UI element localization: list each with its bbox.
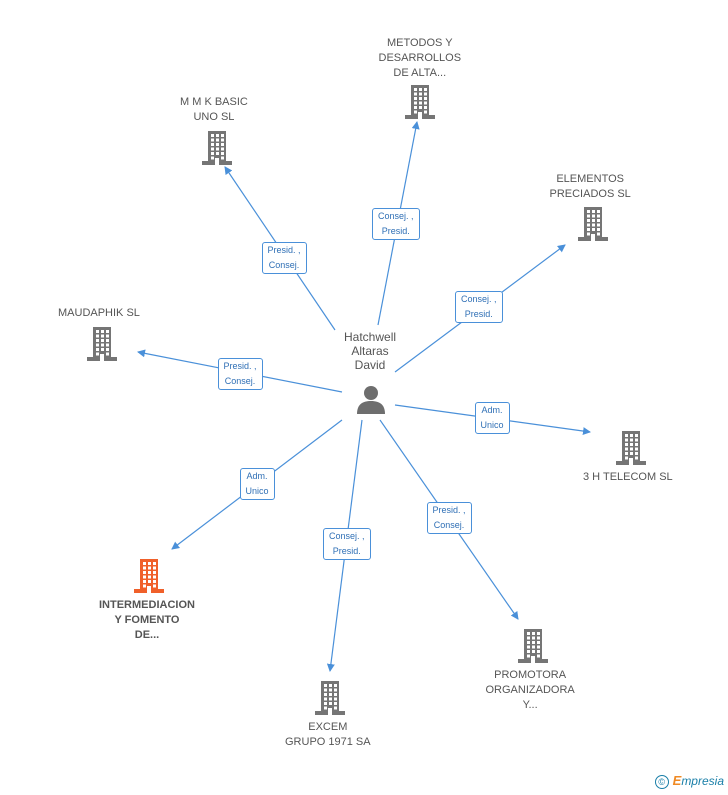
- edge-label-line: Adm.: [246, 471, 268, 481]
- building-icon: [616, 431, 646, 465]
- brand-name: mpresia: [681, 774, 724, 788]
- company-name-maudaphik[interactable]: MAUDAPHIK SL: [58, 306, 140, 321]
- company-name-intermediacion[interactable]: INTERMEDIACION Y FOMENTO DE...: [99, 598, 195, 643]
- edge-label-promotora[interactable]: Presid. , Consej.: [426, 502, 472, 534]
- building-icon: [202, 131, 232, 165]
- building-icon: [315, 681, 345, 715]
- person-node[interactable]: [355, 384, 387, 416]
- edge-label-telecom[interactable]: Adm. Unico: [474, 402, 510, 434]
- copyright-icon: ©: [654, 775, 669, 789]
- company-name-line: Y FOMENTO: [114, 614, 180, 626]
- company-name-line: DE...: [134, 629, 160, 641]
- edge-label-line: Consej.: [268, 260, 300, 270]
- company-name-line: 3 H TELECOM SL: [583, 471, 673, 483]
- edge-label-line: Presid.: [332, 546, 361, 556]
- company-node-metodos[interactable]: [405, 85, 435, 119]
- company-name-line: DESARROLLOS: [378, 52, 462, 64]
- company-name-line: ORGANIZADORA: [485, 684, 575, 696]
- company-name-mmk[interactable]: M M K BASIC UNO SL: [180, 95, 248, 125]
- company-node-mmk[interactable]: [202, 131, 232, 165]
- person-icon: [357, 386, 385, 414]
- company-name-line: PROMOTORA: [494, 669, 567, 681]
- company-node-maudaphik[interactable]: [87, 327, 117, 361]
- edge-label-line: Consej. ,: [329, 531, 365, 541]
- edge-label-metodos[interactable]: Consej. , Presid.: [372, 208, 420, 240]
- company-name-promotora[interactable]: PROMOTORA ORGANIZADORA Y...: [486, 668, 575, 713]
- company-name-line: EXCEM: [308, 721, 348, 733]
- edge-label-line: Unico: [480, 420, 504, 430]
- company-name-excem[interactable]: EXCEM GRUPO 1971 SA: [285, 720, 371, 750]
- building-icon: [578, 207, 608, 241]
- company-node-intermediacion[interactable]: [134, 559, 164, 593]
- company-name-line: METODOS Y: [386, 37, 453, 49]
- building-icon: [518, 629, 548, 663]
- company-name-telecom[interactable]: 3 H TELECOM SL: [583, 470, 673, 485]
- company-name-line: PRECIADOS SL: [549, 188, 631, 200]
- company-name-line: GRUPO 1971 SA: [285, 736, 371, 748]
- edge-label-excem[interactable]: Consej. , Presid.: [323, 528, 371, 560]
- edge-label-maudaphik[interactable]: Presid. , Consej.: [217, 358, 263, 390]
- person-name-line: David: [354, 358, 386, 372]
- building-icon: [134, 559, 164, 593]
- person-name-line: Hatchwell: [344, 330, 397, 344]
- person-name-line: Altaras: [351, 344, 389, 358]
- company-name-line: Y...: [522, 699, 538, 711]
- edge-label-line: Adm.: [481, 405, 503, 415]
- edge-label-line: Presid.: [464, 309, 493, 319]
- company-name-line: MAUDAPHIK SL: [58, 307, 140, 319]
- edge-label-line: Presid. ,: [432, 505, 466, 515]
- edge-label-intermediacion[interactable]: Adm. Unico: [239, 468, 275, 500]
- edge-label-line: Unico: [245, 486, 269, 496]
- footer-brand: ©Empresia: [654, 773, 724, 789]
- edge-label-elementos[interactable]: Consej. , Presid.: [455, 291, 503, 323]
- company-node-telecom[interactable]: [616, 431, 646, 465]
- edge-label-line: Presid. ,: [223, 361, 257, 371]
- edge-label-line: Presid.: [381, 226, 410, 236]
- edge-label-line: Presid. ,: [267, 245, 301, 255]
- brand-initial: E: [672, 773, 682, 788]
- company-name-metodos[interactable]: METODOS Y DESARROLLOS DE ALTA...: [379, 36, 462, 81]
- company-node-elementos[interactable]: [578, 207, 608, 241]
- edge-label-line: Consej.: [433, 520, 465, 530]
- company-name-line: ELEMENTOS: [556, 173, 624, 185]
- building-icon: [87, 327, 117, 361]
- building-icon: [405, 85, 435, 119]
- edge-label-line: Consej. ,: [461, 294, 497, 304]
- edge-label-line: Consej. ,: [378, 211, 414, 221]
- company-node-excem[interactable]: [315, 681, 345, 715]
- company-name-elementos[interactable]: ELEMENTOS PRECIADOS SL: [550, 172, 631, 202]
- company-name-line: INTERMEDIACION: [99, 599, 195, 611]
- company-node-promotora[interactable]: [518, 629, 548, 663]
- company-name-line: M M K BASIC: [180, 96, 248, 108]
- edge-label-line: Consej.: [224, 376, 256, 386]
- company-name-line: DE ALTA...: [393, 67, 447, 79]
- company-name-line: UNO SL: [193, 111, 235, 123]
- edge-label-mmk[interactable]: Presid. , Consej.: [261, 242, 307, 274]
